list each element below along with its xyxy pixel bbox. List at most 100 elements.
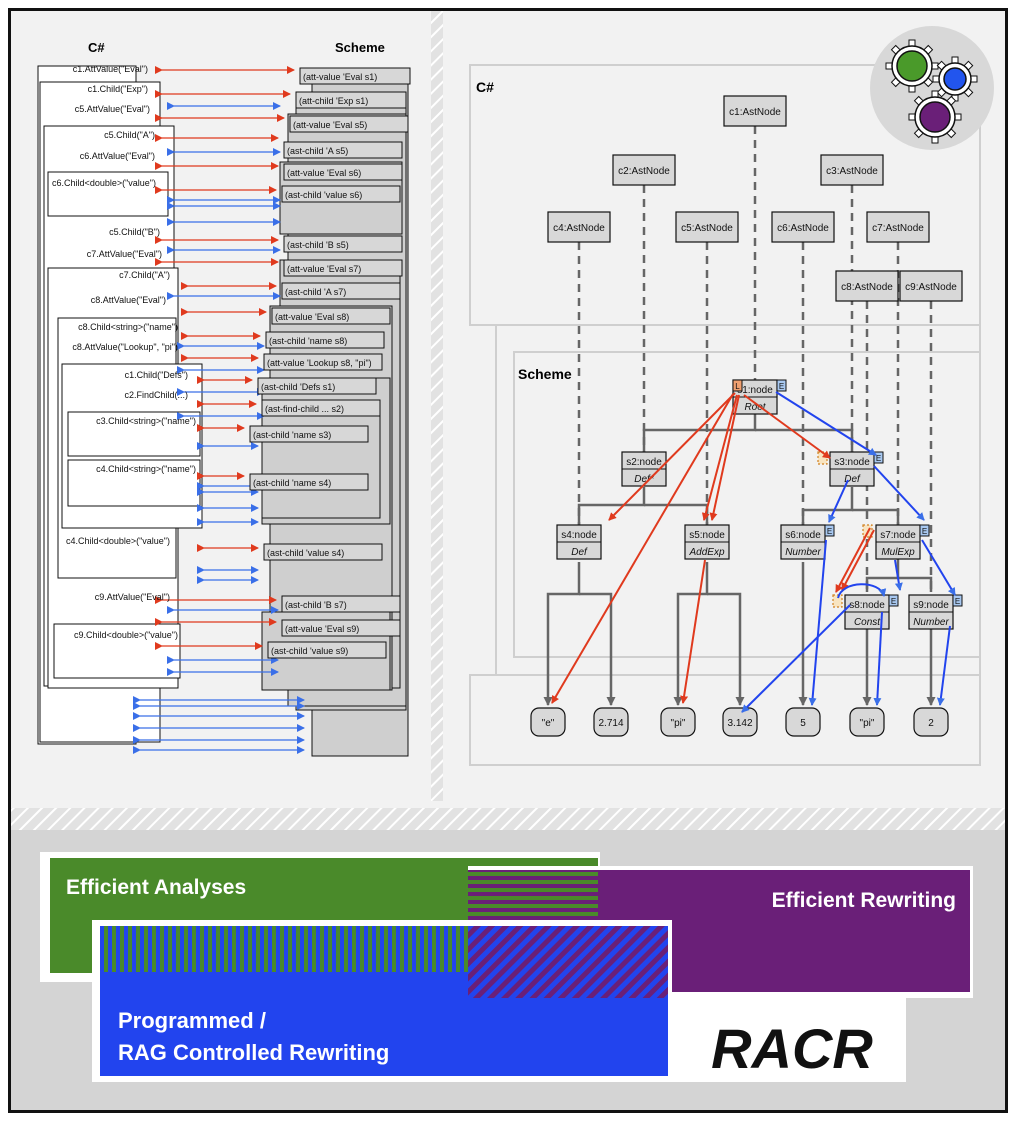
scheme-node-type: MulExp xyxy=(881,547,915,558)
scheme-call-box xyxy=(281,595,401,613)
ast-edge xyxy=(852,508,900,525)
csharp-frame xyxy=(67,459,201,507)
scheme-node-type: Def xyxy=(844,474,861,485)
value-node xyxy=(722,707,758,737)
csharp-astnode-label: c6:AstNode xyxy=(777,223,829,234)
scheme-call-label: (att-value 'Lookup s8, "pi") xyxy=(267,358,372,368)
scheme-call-box xyxy=(299,67,411,85)
left-csharp-title: C# xyxy=(88,40,105,55)
efficient-analyses-label: Efficient Analyses xyxy=(66,876,246,899)
csharp-frame xyxy=(53,623,181,679)
red-dependency-arrow xyxy=(835,527,871,593)
left-scheme-title: Scheme xyxy=(335,40,385,55)
scheme-call-label: (att-value 'Eval s8) xyxy=(275,312,349,322)
csharp-call-label: c8.Child<string>("name") xyxy=(78,322,178,332)
ast-edge xyxy=(543,562,581,706)
csharp-call-label: c5.Child("B") xyxy=(109,227,160,237)
csharp-call-label: c2.FindChild(...) xyxy=(124,390,188,400)
csharp-call-label: c6.Child<double>("value") xyxy=(52,178,156,188)
scheme-call-box xyxy=(283,259,403,277)
red-dependency-arrow xyxy=(709,394,740,521)
evaluation-marker-label: E xyxy=(891,597,896,606)
scheme-frame xyxy=(261,399,381,519)
csharp-call-label: c4.Child<string>("name") xyxy=(96,464,196,474)
scheme-call-box xyxy=(257,377,377,395)
scheme-node-name: s3:node xyxy=(834,457,870,468)
ast-edge xyxy=(577,487,646,525)
evaluation-marker xyxy=(888,594,899,607)
csharp-astnode-label: c5:AstNode xyxy=(681,223,733,234)
scheme-call-box xyxy=(281,185,401,203)
csharp-astnode-label: c7:AstNode xyxy=(872,223,924,234)
horizontal-divider xyxy=(11,808,1005,830)
ast-edge xyxy=(673,562,709,706)
blue-dependency-arrow xyxy=(837,583,887,599)
scheme-call-box xyxy=(265,331,385,349)
scheme-node-type: AddExp xyxy=(688,547,724,558)
programmed-label-line2: RAG Controlled Rewriting xyxy=(118,1040,389,1065)
value-node xyxy=(785,707,821,737)
scheme-call-box xyxy=(281,282,401,300)
csharp-call-label: c4.Child<double>("value") xyxy=(66,536,170,546)
scheme-call-box xyxy=(271,307,391,325)
scheme-call-label: (att-value 'Eval s1) xyxy=(303,72,377,82)
value-node-label: 2.714 xyxy=(598,718,623,729)
scheme-call-label: (ast-find-child ... s2) xyxy=(265,404,344,414)
csharp-call-label: c8.AttValue("Lookup", "pi") xyxy=(72,342,178,352)
triple-overlap xyxy=(468,926,598,972)
scheme-node-type: Def* xyxy=(634,474,655,485)
red-dependency-arrow xyxy=(680,559,706,704)
scheme-node-name: s5:node xyxy=(689,530,725,541)
scheme-node-type: Number xyxy=(913,617,949,628)
value-node xyxy=(530,707,566,737)
csharp-astnode-label: c3:AstNode xyxy=(826,166,878,177)
scheme-call-label: (ast-child 'name s4) xyxy=(253,478,331,488)
csharp-call-label: c9.AttValue("Eval") xyxy=(95,592,170,602)
evaluation-marker-label: E xyxy=(922,527,927,536)
evaluation-marker-label: E xyxy=(827,527,832,536)
csharp-call-label: c8.AttValue("Eval") xyxy=(91,295,166,305)
csharp-call-label: c7.Child("A") xyxy=(119,270,170,280)
csharp-call-label: c1.Child("Defs") xyxy=(125,370,188,380)
blue-dependency-arrow xyxy=(741,604,851,713)
red-dependency-arrow xyxy=(551,393,734,704)
scheme-call-label: (att-value 'Eval s7) xyxy=(287,264,361,274)
csharp-astnode xyxy=(820,154,884,186)
scheme-call-label: (ast-child 'name s8) xyxy=(269,336,347,346)
csharp-astnode-label: c2:AstNode xyxy=(618,166,670,177)
csharp-call-label: c5.Child("A") xyxy=(104,130,155,140)
scheme-call-label: (att-value 'Eval s6) xyxy=(287,168,361,178)
scheme-node-type: Def xyxy=(571,547,588,558)
csharp-astnode-label: c1:AstNode xyxy=(729,107,781,118)
scheme-call-label: (att-value 'Eval s5) xyxy=(293,120,367,130)
csharp-call-label: c7.AttValue("Eval") xyxy=(87,249,162,259)
ast-edge xyxy=(707,592,745,706)
csharp-astnode xyxy=(612,154,676,186)
scheme-node-name: s8:node xyxy=(849,600,885,611)
value-node-label: 5 xyxy=(800,718,806,729)
scheme-node-name: s4:node xyxy=(561,530,597,541)
csharp-astnode xyxy=(723,95,787,127)
value-node-label: "pi" xyxy=(860,718,875,729)
evaluation-marker-label: E xyxy=(955,597,960,606)
csharp-call-label: c9.Child<double>("value") xyxy=(74,630,178,640)
ast-edge xyxy=(898,576,933,592)
csharp-call-label: c3.Child<string>("name") xyxy=(96,416,196,426)
value-node-label: 2 xyxy=(928,718,934,729)
scheme-call-label: (ast-child 'B s7) xyxy=(285,600,347,610)
scheme-call-label: (ast-child 'B s5) xyxy=(287,240,349,250)
scheme-call-box xyxy=(283,235,403,253)
blue-dependency-arrow xyxy=(936,625,951,706)
csharp-call-label: c5.AttValue("Eval") xyxy=(75,104,150,114)
blue-dependency-arrow xyxy=(921,539,956,596)
cache-marker xyxy=(832,594,843,608)
evaluation-marker xyxy=(824,524,835,537)
red-dependency-arrow xyxy=(608,392,736,521)
red-dependency-arrow xyxy=(841,529,875,591)
lookup-marker-label: L xyxy=(735,382,740,391)
green-blue-overlap xyxy=(100,926,468,972)
gear-icon xyxy=(932,56,978,102)
vertical-divider xyxy=(431,11,443,801)
value-node xyxy=(849,707,885,737)
